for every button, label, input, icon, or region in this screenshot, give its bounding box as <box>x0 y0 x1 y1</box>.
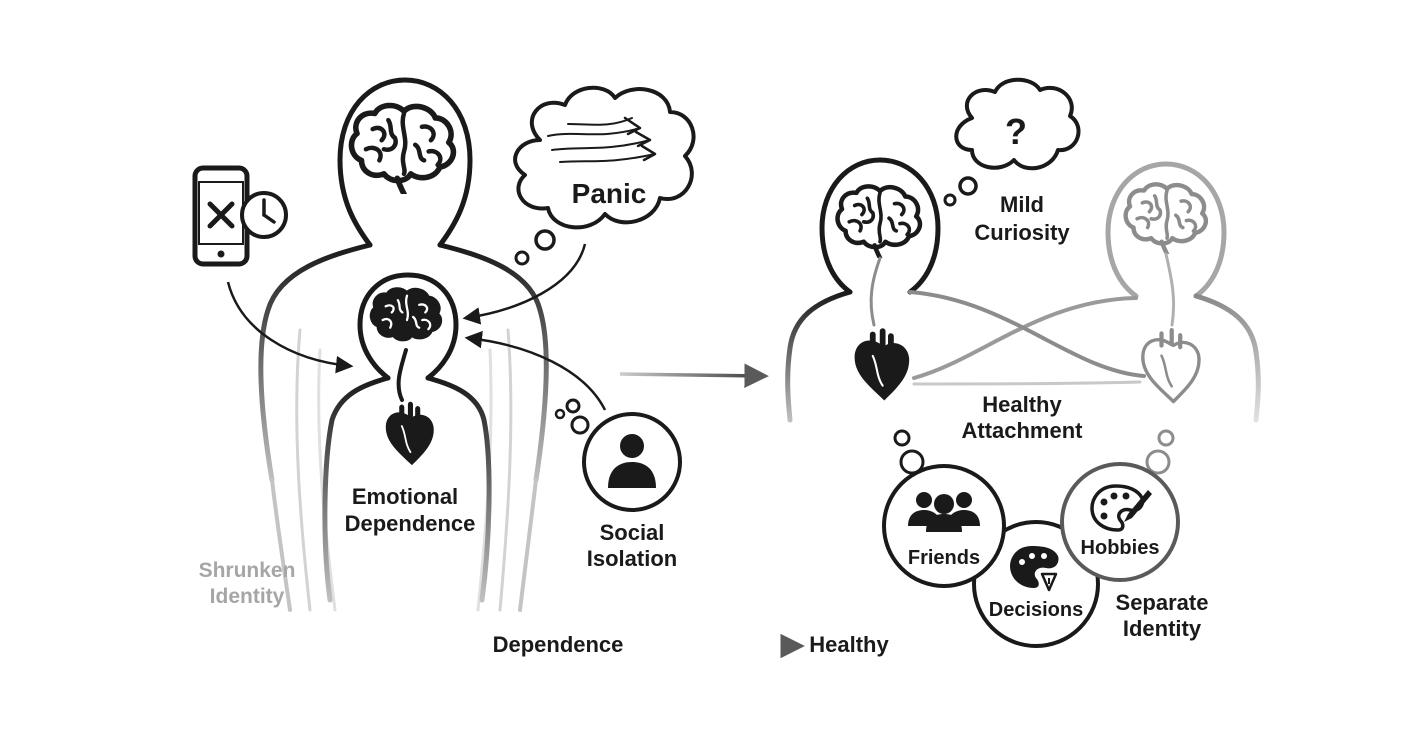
person-icon <box>582 412 682 512</box>
palette-brush-icon <box>1010 546 1059 592</box>
label-attachment: Attachment <box>961 418 1083 443</box>
label-shrunken: Shrunken <box>199 559 296 582</box>
label-dependence: Dependence <box>345 511 476 536</box>
right-figure-light <box>1105 161 1261 423</box>
label-decisions: Decisions <box>989 599 1083 621</box>
label-friends: Friends <box>908 547 980 569</box>
clock-icon <box>240 191 288 239</box>
anatomical-heart-icon <box>386 404 434 465</box>
label-curiosity: Curiosity <box>974 220 1070 245</box>
right-figure-dark <box>785 157 941 423</box>
bottom-label-dependence: Dependence <box>493 632 624 657</box>
panic-thought-cloud <box>513 85 696 230</box>
label-panic: Panic <box>572 178 647 209</box>
label-identity-separate: Identity <box>1123 616 1202 641</box>
arrow-phone-to-dependence <box>226 281 354 374</box>
anatomical-heart-icon <box>855 331 910 400</box>
label-social: Social <box>600 520 665 545</box>
phone-with-x-icon <box>192 165 250 267</box>
brain-icon <box>351 105 453 194</box>
group-of-people-icon <box>908 492 980 532</box>
brain-icon <box>369 287 443 342</box>
palette-brush-icon <box>1090 484 1152 532</box>
label-isolation: Isolation <box>587 546 677 571</box>
left-figure <box>258 77 549 612</box>
label-separate: Separate <box>1116 590 1209 615</box>
arrow-isolation-to-dependence <box>464 330 607 411</box>
question-mark-icon: ? <box>1005 111 1027 152</box>
label-hobbies: Hobbies <box>1081 537 1160 559</box>
arrow-panic-to-dependence <box>462 243 587 325</box>
label-emotional: Emotional <box>352 484 458 509</box>
connection-line <box>908 290 1146 378</box>
label-identity-shrunken: Identity <box>210 585 285 608</box>
brain-icon <box>1126 184 1206 254</box>
anatomical-heart-icon <box>1143 330 1199 401</box>
label-mild: Mild <box>1000 192 1044 217</box>
transition-arrow <box>619 363 769 388</box>
connection-line <box>912 296 1138 380</box>
bottom-label-healthy: Healthy <box>809 632 889 657</box>
brain-icon <box>838 186 920 258</box>
curiosity-thought-cloud <box>954 77 1081 171</box>
label-healthy: Healthy <box>982 392 1062 417</box>
